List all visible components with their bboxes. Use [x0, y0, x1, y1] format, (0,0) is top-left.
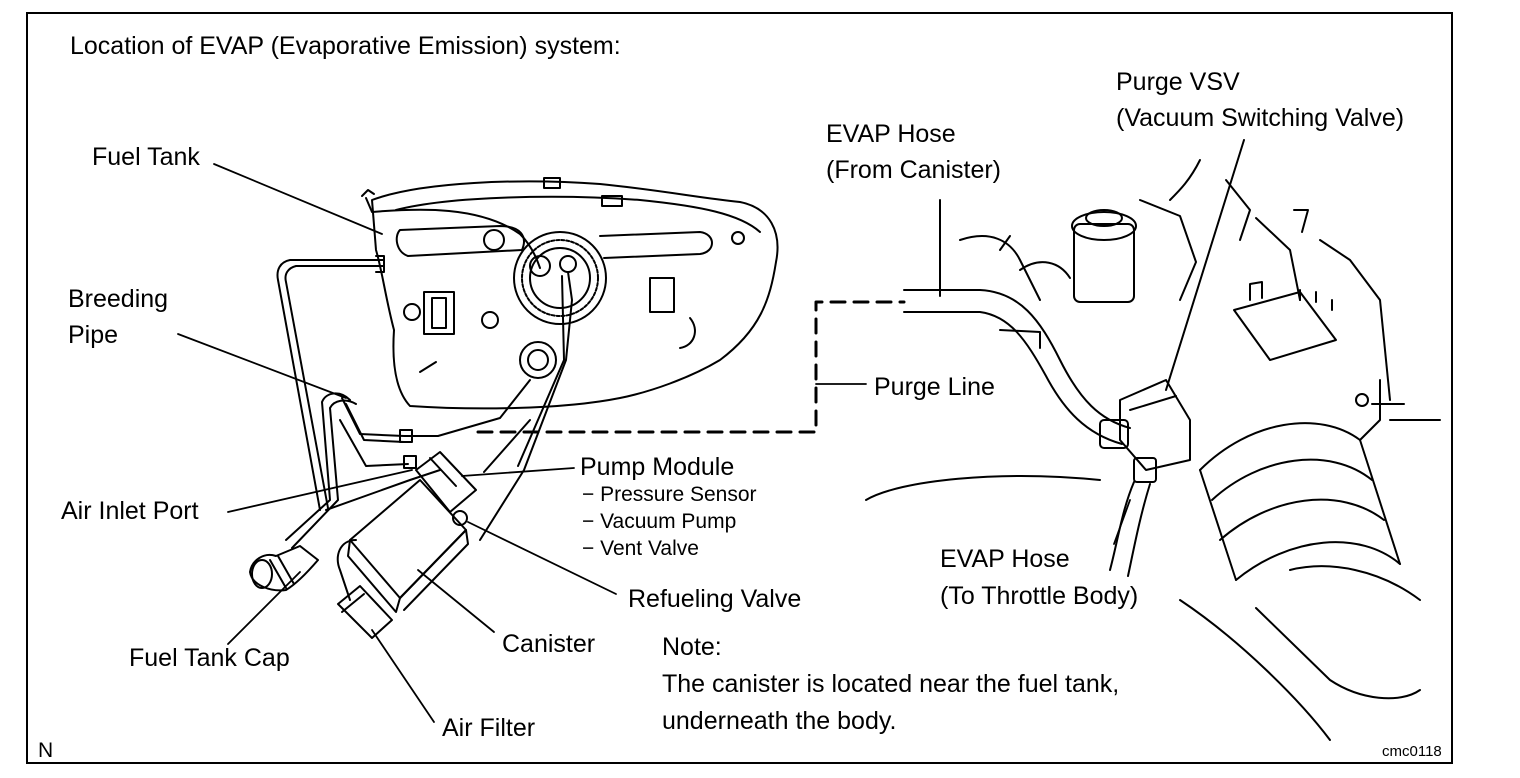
label-fuel-tank-cap: Fuel Tank Cap	[129, 644, 290, 672]
fuel-tank-cap-illustration	[250, 546, 318, 590]
pump-module-item: − Pressure Sensor	[582, 483, 757, 506]
label-air-filter: Air Filter	[442, 714, 536, 742]
label-canister: Canister	[502, 630, 596, 658]
breeding-pipe-lines	[278, 256, 573, 548]
corner-mark: N	[38, 739, 54, 762]
pump-module-item: − Vacuum Pump	[582, 510, 737, 533]
label-pump-module: Pump Module	[580, 453, 735, 481]
label-purge-line: Purge Line	[874, 373, 995, 401]
leader-lines	[178, 164, 1130, 722]
label-evap-hose-to-line2: (To Throttle Body)	[940, 582, 1139, 610]
purge-line	[478, 302, 904, 432]
note-line1: The canister is located near the fuel ta…	[662, 670, 1120, 698]
canister-illustration	[338, 420, 530, 638]
label-purge-vsv-line2: (Vacuum Switching Valve)	[1116, 104, 1405, 132]
label-fuel-tank: Fuel Tank	[92, 143, 200, 171]
figure-code: cmc0118	[1382, 743, 1442, 760]
label-air-inlet-port: Air Inlet Port	[61, 497, 199, 525]
pump-module-item: − Vent Valve	[582, 537, 699, 560]
label-breeding-pipe-line2: Pipe	[68, 321, 119, 349]
label-evap-hose-from-line2: (From Canister)	[826, 156, 1002, 184]
fuel-tank-illustration	[362, 178, 778, 408]
label-evap-hose-from-line1: EVAP Hose	[826, 120, 956, 148]
label-breeding-pipe-line1: Breeding	[68, 285, 169, 313]
note-heading: Note:	[662, 633, 722, 661]
engine-bay-illustration	[866, 140, 1440, 740]
note-line2: underneath the body.	[662, 707, 897, 735]
diagram-frame	[26, 12, 1453, 764]
label-purge-vsv-line1: Purge VSV	[1116, 68, 1240, 96]
label-evap-hose-to-line1: EVAP Hose	[940, 545, 1070, 573]
diagram-title: Location of EVAP (Evaporative Emission) …	[70, 32, 621, 60]
label-refueling-valve: Refueling Valve	[628, 585, 802, 613]
